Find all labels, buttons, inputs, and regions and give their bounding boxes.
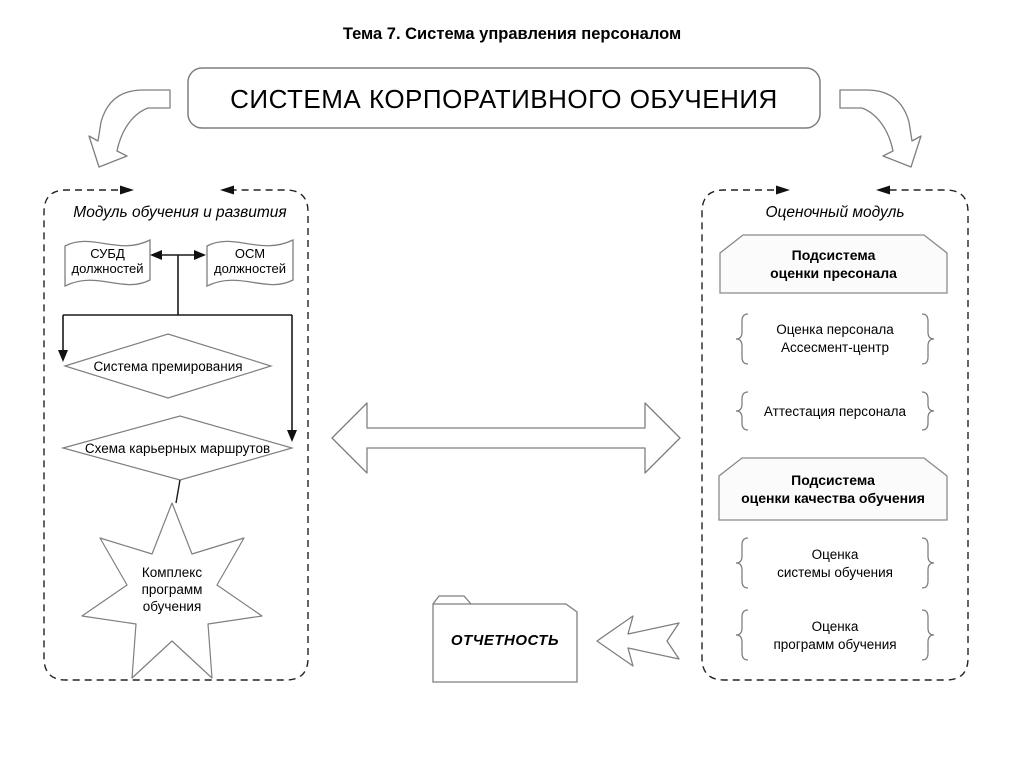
- arrowhead-down-icon: [287, 430, 297, 442]
- left-brace-icon: [735, 313, 749, 365]
- left-module-title: Модуль обучения и развития: [73, 204, 287, 221]
- programs-star-shape: [81, 502, 263, 679]
- dash-arrowhead-right-icon: [120, 185, 134, 195]
- right-brace-icon: [921, 537, 935, 589]
- bidirectional-arrow-icon: [331, 402, 681, 474]
- program-eval-item-label: Оценка программ обучения: [773, 619, 897, 652]
- left-module-frame: [43, 189, 309, 681]
- right-module-frame: [701, 189, 969, 681]
- system-eval-item-label: Оценка системы обучения: [777, 547, 893, 580]
- report-arrow-icon: [596, 615, 680, 667]
- left-brace-icon: [735, 537, 749, 589]
- personnel-subsystem-box: [719, 234, 948, 294]
- osm-document-shape: [206, 238, 294, 288]
- personnel-subsystem-label: Подсистема оценки пресонала: [770, 247, 897, 282]
- arrowhead-left-icon: [150, 250, 162, 260]
- quality-subsystem-box: [718, 457, 948, 521]
- left-brace-icon: [735, 609, 749, 661]
- dash-arrowhead-right-icon: [776, 185, 790, 195]
- report-folder-label: ОТЧЕТНОСТЬ: [450, 632, 560, 649]
- slide-title: Тема 7. Система управления персоналом: [342, 25, 682, 43]
- bonus-diamond-shape: [62, 333, 274, 399]
- assessment-item-label: Оценка персонала Ассесмент-центр: [776, 322, 894, 355]
- career-diamond-label: Схема карьерных маршрутов: [84, 441, 271, 456]
- curved-down-arrow-left-icon: [88, 89, 171, 168]
- main-system-box: [187, 67, 821, 129]
- dash-arrowhead-left-icon: [876, 185, 890, 195]
- curved-down-arrow-right-icon: [839, 89, 922, 168]
- arrowhead-down-icon: [58, 350, 68, 362]
- right-brace-icon: [921, 313, 935, 365]
- attestation-item-label: Аттестация персонала: [763, 404, 907, 419]
- career-diamond-shape: [60, 415, 295, 481]
- connector-line: [175, 479, 181, 504]
- db-document-label: СУБД должностей: [71, 246, 144, 277]
- db-document-shape: [64, 238, 151, 288]
- programs-star-label: Комплекс программ обучения: [141, 565, 203, 614]
- osm-document-label: ОСМ должностей: [213, 246, 287, 277]
- dash-arrowhead-left-icon: [220, 185, 234, 195]
- arrowhead-right-icon: [194, 250, 206, 260]
- main-system-label: СИСТЕМА КОРПОРАТИВНОГО ОБУЧЕНИЯ: [230, 84, 778, 114]
- left-brace-icon: [735, 391, 749, 431]
- right-brace-icon: [921, 609, 935, 661]
- right-module-title: Оценочный модуль: [765, 204, 905, 221]
- bonus-diamond-label: Система премирования: [93, 359, 243, 374]
- quality-subsystem-label: Подсистема оценки качества обучения: [741, 472, 925, 507]
- right-brace-icon: [921, 391, 935, 431]
